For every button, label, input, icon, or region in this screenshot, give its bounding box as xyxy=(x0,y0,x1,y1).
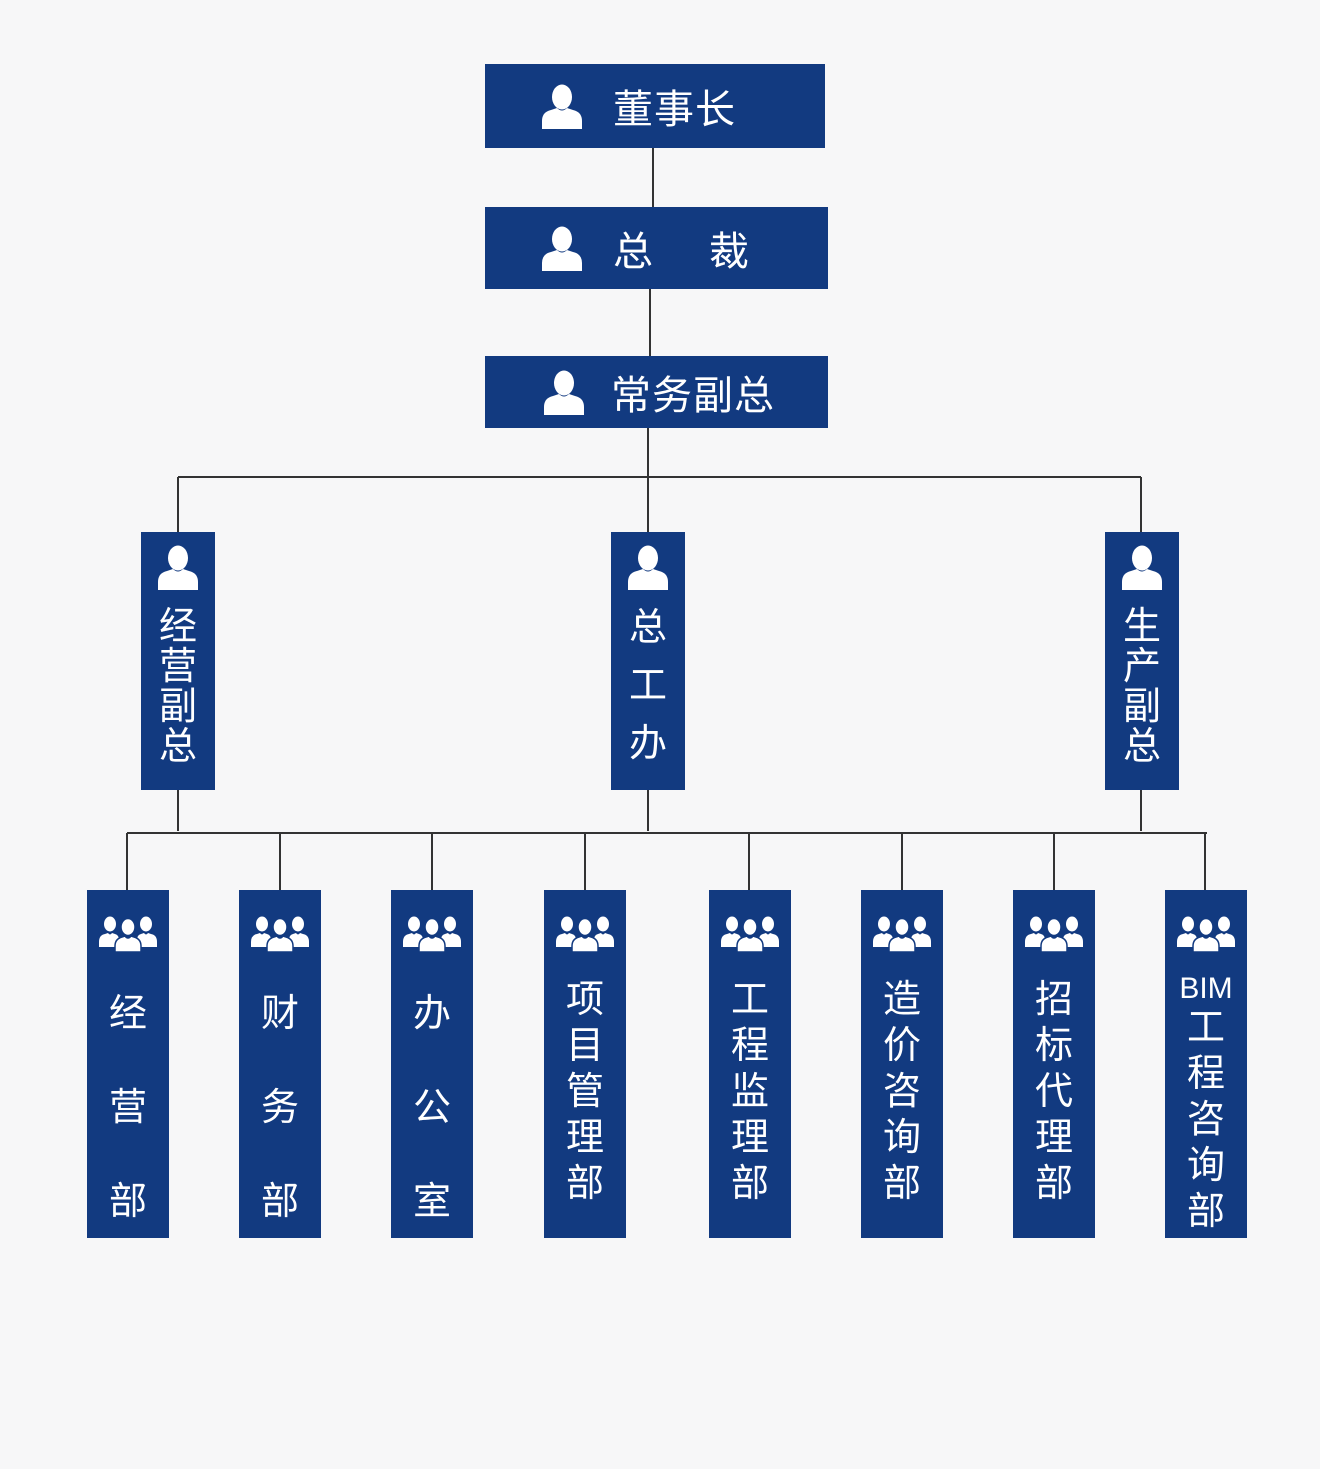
vertical-char: 程 xyxy=(1186,1051,1225,1095)
dept-label-bim-prefix: BIM xyxy=(1179,972,1233,1005)
dept-label-bim-consulting: BIM 工程咨询部 xyxy=(1165,974,1247,1234)
vertical-char: 程 xyxy=(730,1023,769,1067)
dept-label-office: 办公室 xyxy=(391,966,473,1248)
executive-vp-label: 常务副总 xyxy=(611,373,775,419)
vp-label-business: 经营副总 xyxy=(159,606,197,766)
person-icon xyxy=(627,544,669,590)
vertical-char: 价 xyxy=(882,1023,921,1067)
group-icon xyxy=(99,914,157,952)
dept-label-finance: 财务部 xyxy=(239,966,321,1248)
dept-label-cost-consulting: 造价咨询部 xyxy=(861,976,943,1206)
vertical-char: 营 xyxy=(108,1085,147,1129)
vertical-char: 代 xyxy=(1034,1069,1073,1113)
dept-label-bim-rest: 工程咨询部 xyxy=(1187,1004,1225,1234)
vp-label-production: 生产副总 xyxy=(1123,606,1161,766)
vertical-char: 副 xyxy=(1122,684,1161,728)
group-icon xyxy=(403,914,461,952)
group-icon xyxy=(873,914,931,952)
person-icon xyxy=(157,544,199,590)
vertical-char: 理 xyxy=(1034,1115,1073,1159)
vertical-char: 财 xyxy=(260,991,299,1035)
vertical-char: 询 xyxy=(882,1115,921,1159)
vertical-char: 部 xyxy=(108,1179,147,1223)
group-icon xyxy=(1177,914,1235,952)
vp-box-chief-engineer-office[interactable]: 总工办 xyxy=(611,532,685,790)
dept-box-bim-consulting[interactable]: BIM 工程咨询部 xyxy=(1165,890,1247,1238)
vertical-char: 咨 xyxy=(882,1069,921,1113)
vertical-char: 办 xyxy=(628,721,667,765)
vertical-char: 监 xyxy=(730,1069,769,1113)
vertical-char: 部 xyxy=(1186,1189,1225,1233)
dept-box-business[interactable]: 经营部 xyxy=(87,890,169,1238)
vertical-char: 工 xyxy=(1186,1005,1225,1049)
dept-box-cost-consulting[interactable]: 造价咨询部 xyxy=(861,890,943,1238)
dept-label-project-management: 项目管理部 xyxy=(544,976,626,1206)
vertical-char: 总 xyxy=(1122,724,1161,768)
dept-label-engineering-supervision: 工程监理部 xyxy=(709,976,791,1206)
group-icon xyxy=(556,914,614,952)
dept-box-finance[interactable]: 财务部 xyxy=(239,890,321,1238)
dept-box-office[interactable]: 办公室 xyxy=(391,890,473,1238)
vertical-char: 部 xyxy=(1034,1161,1073,1205)
dept-box-tender-agency[interactable]: 招标代理部 xyxy=(1013,890,1095,1238)
chairman-label: 董事长 xyxy=(613,87,736,133)
vertical-char: 务 xyxy=(260,1085,299,1129)
vertical-char: 经 xyxy=(158,604,197,648)
vertical-char: 营 xyxy=(158,644,197,688)
vertical-char: 部 xyxy=(882,1161,921,1205)
vertical-char: 部 xyxy=(730,1161,769,1205)
group-icon xyxy=(721,914,779,952)
vertical-char: 工 xyxy=(730,977,769,1021)
vertical-char: 产 xyxy=(1122,644,1161,688)
group-icon xyxy=(251,914,309,952)
vertical-char: 室 xyxy=(412,1179,451,1223)
president-box[interactable]: 总 裁 xyxy=(485,207,828,289)
vertical-char: 总 xyxy=(158,724,197,768)
vertical-char: 招 xyxy=(1034,977,1073,1021)
group-icon xyxy=(1025,914,1083,952)
vertical-char: 工 xyxy=(628,663,667,707)
vertical-char: 部 xyxy=(260,1179,299,1223)
vertical-char: 目 xyxy=(565,1023,604,1067)
executive-vp-box[interactable]: 常务副总 xyxy=(485,356,828,428)
vertical-char: 询 xyxy=(1186,1143,1225,1187)
person-icon xyxy=(1121,544,1163,590)
person-icon xyxy=(541,83,583,129)
vertical-char: 理 xyxy=(565,1115,604,1159)
vertical-char: 标 xyxy=(1034,1023,1073,1067)
dept-label-business: 经营部 xyxy=(87,966,169,1248)
vp-label-chief-engineer-office: 总工办 xyxy=(629,598,667,772)
vertical-char: 公 xyxy=(412,1085,451,1129)
president-label: 总 裁 xyxy=(613,229,750,275)
vertical-char: 经 xyxy=(108,991,147,1035)
vertical-char: 总 xyxy=(628,605,667,649)
dept-box-engineering-supervision[interactable]: 工程监理部 xyxy=(709,890,791,1238)
person-icon xyxy=(543,369,585,415)
dept-box-project-management[interactable]: 项目管理部 xyxy=(544,890,626,1238)
vertical-char: 生 xyxy=(1122,604,1161,648)
vertical-char: 副 xyxy=(158,684,197,728)
person-icon xyxy=(541,225,583,271)
vp-box-production[interactable]: 生产副总 xyxy=(1105,532,1179,790)
vertical-char: 管 xyxy=(565,1069,604,1113)
dept-label-tender-agency: 招标代理部 xyxy=(1013,976,1095,1206)
vp-box-business[interactable]: 经营副总 xyxy=(141,532,215,790)
vertical-char: 项 xyxy=(565,977,604,1021)
chairman-box[interactable]: 董事长 xyxy=(485,64,825,148)
vertical-char: 咨 xyxy=(1186,1097,1225,1141)
vertical-char: 造 xyxy=(882,977,921,1021)
vertical-char: 办 xyxy=(412,991,451,1035)
vertical-char: 部 xyxy=(565,1161,604,1205)
vertical-char: 理 xyxy=(730,1115,769,1159)
